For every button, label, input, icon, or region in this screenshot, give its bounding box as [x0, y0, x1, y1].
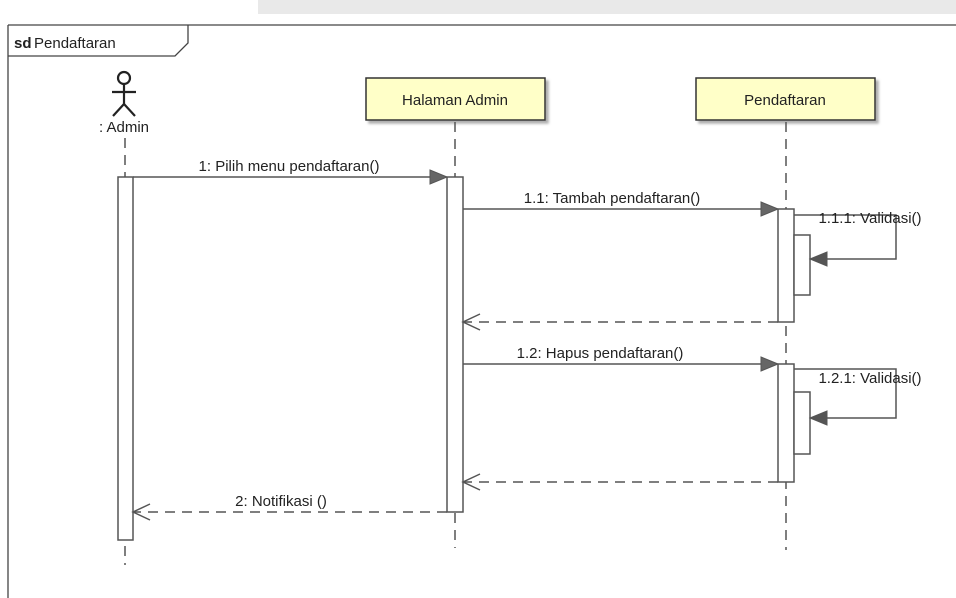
message-2: 2: Notifikasi (): [131, 493, 447, 521]
message-1-1: 1.1: Tambah pendaftaran(): [463, 190, 780, 217]
activation-admin: [117, 176, 134, 541]
message-1-2-label: 1.2: Hapus pendaftaran(): [517, 345, 684, 362]
message-1-1-1-label: 1.1.1: Validasi(): [818, 210, 921, 227]
return-1-2: [461, 473, 778, 491]
activations: [117, 176, 811, 541]
actor-icon: [112, 70, 136, 117]
activation-halaman: [446, 176, 464, 513]
activation-pendaftaran-1: [777, 208, 795, 323]
message-1: 1: Pilih menu pendaftaran(): [133, 158, 449, 185]
frame-title: Pendaftaran: [34, 35, 116, 52]
lifeline-halaman-head: Halaman Admin: [365, 77, 546, 121]
return-1-1: [461, 313, 778, 331]
message-1-label: 1: Pilih menu pendaftaran(): [199, 158, 380, 175]
message-2-label: 2: Notifikasi (): [235, 493, 327, 510]
activation-pendaftaran-2: [777, 363, 795, 483]
activation-pendaftaran-2-nested: [793, 391, 811, 455]
top-border-artifact: [258, 0, 956, 14]
lifeline-pendaftaran-label: Pendaftaran: [744, 92, 826, 109]
diagram-frame: [7, 24, 956, 598]
message-1-2-1-label: 1.2.1: Validasi(): [818, 370, 921, 387]
message-1-2-1: 1.2.1: Validasi(): [794, 368, 922, 426]
message-1-1-label: 1.1: Tambah pendaftaran(): [524, 190, 701, 207]
frame-keyword: sd: [14, 35, 32, 52]
lifeline-admin-label: : Admin: [99, 119, 149, 136]
message-1-1-1: 1.1.1: Validasi(): [794, 210, 922, 267]
lifeline-halaman-label: Halaman Admin: [402, 92, 508, 109]
message-1-2: 1.2: Hapus pendaftaran(): [463, 345, 780, 372]
activation-pendaftaran-1-nested: [793, 234, 811, 296]
lifeline-pendaftaran-head: Pendaftaran: [695, 77, 876, 121]
